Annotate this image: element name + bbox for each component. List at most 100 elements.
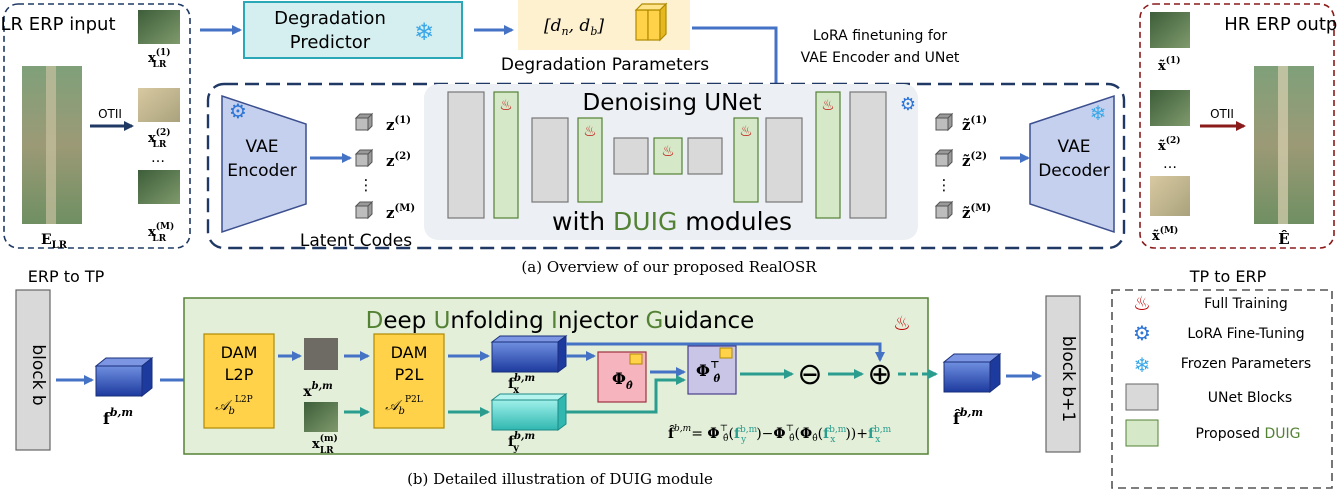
unet-enc-block-2: [531, 117, 569, 203]
vae-decoder-line1: VAE: [1058, 137, 1091, 157]
legend-full-training: Full Training: [1204, 296, 1288, 312]
unet-subtitle: with DUIG modules: [552, 207, 792, 236]
fire-icon: ♨: [1133, 291, 1151, 315]
legend-lora: LoRA Fine-Tuning: [1187, 326, 1304, 342]
ztm-label: z̃(M): [962, 203, 991, 222]
xt2-label: x̃(2): [1158, 135, 1181, 154]
params-formula: [dn, db]: [544, 16, 604, 38]
unet-enc-duig-1: [493, 91, 519, 219]
x-lr-dots: …: [151, 150, 165, 166]
f-out-label: f̂b,m: [953, 406, 983, 428]
xt-dots: …: [1163, 156, 1177, 172]
lr-tile-1: [138, 10, 180, 44]
unet-enc-block-1: [447, 91, 485, 219]
latent-cube-m: [354, 200, 374, 220]
unet-dec-block-2: [849, 91, 887, 219]
latent-cube-2: [354, 148, 374, 168]
snowflake-icon-decoder: ❄: [1090, 101, 1107, 125]
snowflake-icon-legend: ❄: [1134, 353, 1151, 377]
degradation-predictor-line2: Predictor: [290, 32, 371, 53]
hr-tile-2: [1150, 90, 1190, 126]
vae-decoder-shape: [1029, 94, 1115, 234]
arrow-fx-skip-to-plus: [566, 342, 885, 362]
lr-input-panel: [3, 3, 191, 249]
legend-proposed: Proposed DUIG: [1196, 426, 1301, 442]
dam-l2p-box: [203, 333, 275, 429]
latent-out-cube-m: [934, 200, 954, 220]
unet-enc-duig-2: [577, 117, 603, 203]
vae-encoder-line1: VAE: [246, 137, 279, 157]
unet-mid-block-1: [613, 137, 649, 175]
snowflake-icon: ❄: [414, 18, 434, 46]
lora-note-line2: VAE Encoder and UNet: [801, 50, 960, 66]
gear-icon-encoder: ⚙: [229, 99, 247, 123]
x-bm-tile: [304, 338, 338, 370]
latent-codes-label: Latent Codes: [300, 231, 412, 251]
legend-unet-swatch: [1125, 383, 1159, 411]
unet-dec-block-1: [765, 117, 803, 203]
xt1-label: x̃(1): [1158, 55, 1181, 74]
dam-l2p-line2: L2P: [225, 365, 254, 384]
zt2-label: z̃(2): [962, 151, 987, 170]
phi-box: [597, 351, 647, 403]
latent-cube-1: [354, 112, 374, 132]
hr-output-panel: [1139, 3, 1335, 249]
dam-l2p-line1: DAM: [221, 343, 258, 362]
f-in-label: fb,m: [103, 406, 133, 428]
params-caption: Degradation Parameters: [501, 55, 709, 75]
gear-icon: ⚙: [1133, 321, 1151, 345]
fy-cube: [490, 393, 568, 431]
tp-to-erp-label: TP to ERP: [1189, 267, 1267, 286]
block-b-label: block b: [28, 344, 48, 405]
x-lr-1-label: x(1)LR: [148, 47, 171, 70]
unet-mid-duig: [653, 137, 683, 175]
zt1-label: z̃(1): [962, 115, 987, 134]
vae-encoder-line2: Encoder: [227, 161, 297, 181]
dam-p2l-line2: P2L: [395, 365, 424, 384]
x-lr-m-label: x(M)LR: [148, 221, 174, 244]
unet-blocks: ♨♨♨♨♨: [447, 91, 887, 219]
lr-erp-image-road: [46, 66, 56, 224]
minus-op: ⊖: [797, 357, 822, 392]
fire-icon: ♨: [583, 122, 596, 140]
fire-icon: ♨: [739, 122, 752, 140]
zm-label: z(M): [386, 203, 415, 222]
legend-proposed-duig: DUIG: [1264, 426, 1300, 442]
lr-input-title: LR ERP input: [0, 14, 115, 35]
caption-b: (b) Detailed illustration of DUIG module: [407, 470, 713, 488]
lr-tile-2: [138, 88, 180, 122]
xtm-label: x̃(M): [1152, 225, 1178, 244]
f-out-cube: [942, 352, 1002, 394]
otii-out-label: OTII: [1210, 107, 1234, 121]
degradation-predictor-box: [243, 1, 463, 59]
block-b1-label: block b+1: [1058, 336, 1078, 422]
fire-icon: ♨: [661, 142, 674, 160]
x-lr-2-label: x(2)LR: [148, 127, 171, 150]
dam-p2l-line1: DAM: [391, 343, 428, 362]
arrow-params-to-unet: [692, 26, 781, 98]
block-b1: [1045, 295, 1081, 453]
lora-note-line1: LoRA finetuning for: [813, 28, 947, 44]
gear-icon-unet: ⚙: [900, 94, 916, 115]
hr-erp-label: Ê: [1278, 230, 1289, 248]
erp-to-tp-label: ERP to TP: [28, 267, 105, 286]
lr-erp-label: ELR: [41, 232, 68, 251]
z-dots: ⋮: [359, 176, 374, 194]
hr-tile-m: [1150, 176, 1190, 216]
fx-cube: [490, 335, 568, 373]
legend-panel: [1111, 289, 1333, 489]
hr-output-title: HR ERP output: [1224, 14, 1338, 35]
legend-duig-swatch: [1125, 419, 1159, 447]
degradation-predictor-line1: Degradation: [274, 8, 386, 29]
z1-label: z(1): [386, 115, 411, 134]
x-lr-m-tile: [304, 402, 338, 432]
block-b: [15, 289, 51, 451]
legend-unet-blocks: UNet Blocks: [1208, 390, 1292, 406]
latent-out-cube-2: [934, 148, 954, 168]
fire-icon: ♨: [821, 96, 834, 114]
lr-tile-m: [138, 170, 180, 204]
caption-a: (a) Overview of our proposed RealOSR: [521, 258, 817, 276]
phi-t-param-icon: [719, 347, 733, 359]
z2-label: z(2): [386, 151, 411, 170]
